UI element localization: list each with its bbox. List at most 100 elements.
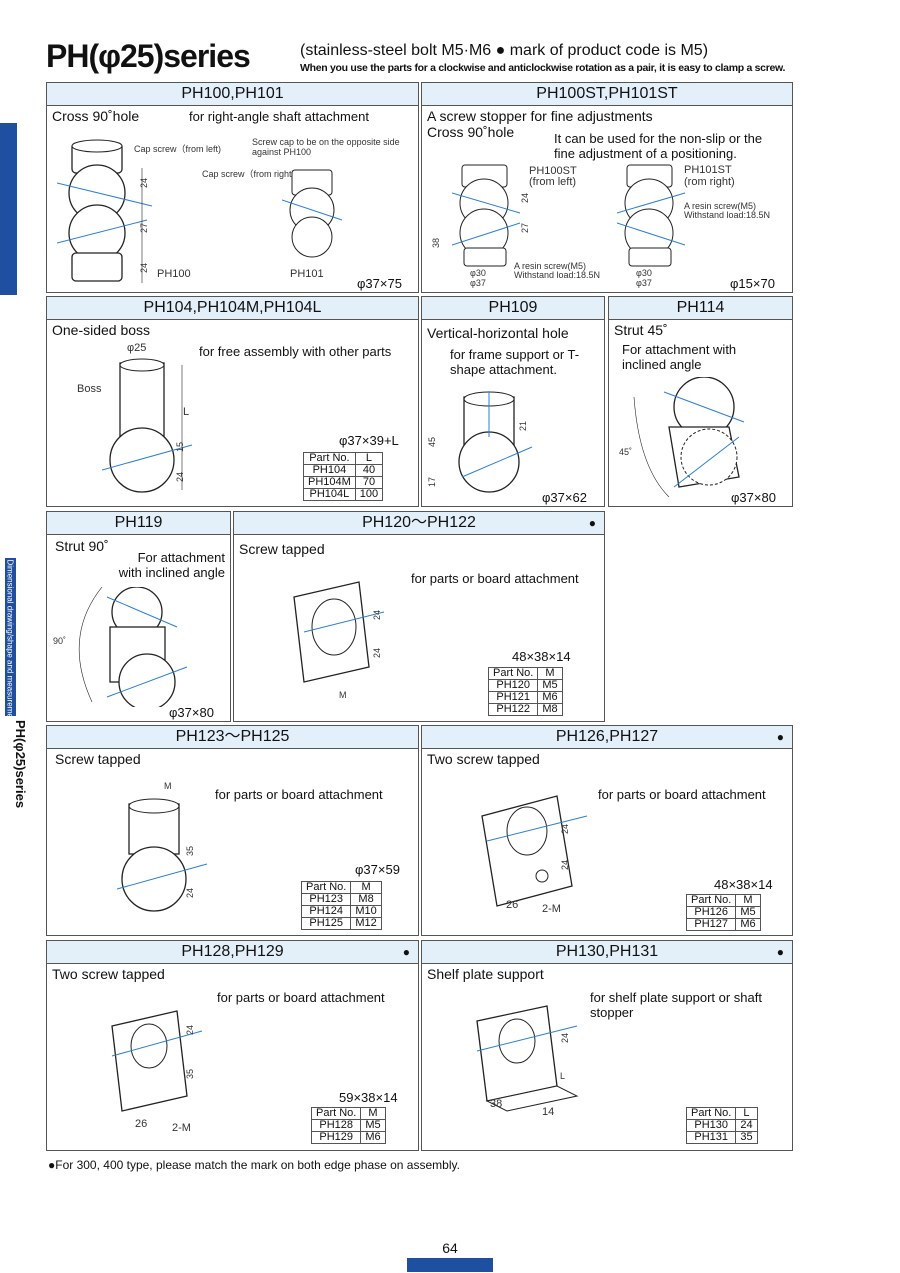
panel-note: for parts or board attachment	[217, 990, 385, 1005]
dim-24: 24	[185, 887, 196, 899]
boss-label: Boss	[77, 383, 102, 395]
dim-phi37-a: φ37	[470, 278, 486, 288]
page-number-bar	[407, 1258, 493, 1272]
table-cell: PH121	[487, 691, 539, 704]
panel-label: A screw stopper for fine adjustments	[427, 108, 653, 124]
table-header: M	[360, 1107, 386, 1120]
panel-note: For attachment with inclined angle	[622, 342, 737, 372]
table-header: L	[735, 1107, 758, 1120]
dim-14: 14	[542, 1106, 555, 1118]
panel-dimensions: 59×38×14	[339, 1090, 398, 1105]
sidebar-tab-section: Dimensional drawing/shape and measuremen…	[5, 558, 16, 752]
table-cell: M12	[350, 917, 382, 930]
panel-dimensions: φ37×62	[542, 490, 587, 505]
panel-ph130-ph131: PH130,PH131● Shelf plate support for she…	[421, 940, 793, 1151]
ph109-drawing	[458, 391, 533, 493]
panel-label: Screw tapped	[55, 751, 141, 767]
footer-note: ●For 300, 400 type, please match the mar…	[48, 1158, 460, 1172]
table-cell: PH120	[487, 679, 539, 692]
m5-mark: ●	[402, 945, 410, 959]
table-cell: PH104L	[303, 488, 356, 501]
table-cell: PH130	[685, 1119, 737, 1132]
panel-header: PH114	[609, 297, 792, 320]
part-ph101st-sub: (rom right)	[684, 176, 735, 188]
part-ph100st-sub: (from left)	[529, 176, 577, 188]
table-cell: PH129	[310, 1131, 362, 1144]
panel-label: Two screw tapped	[52, 966, 165, 982]
panel-label: Strut 45˚	[614, 322, 668, 338]
ph101-drawing	[282, 169, 343, 258]
dim-24-top: 24	[560, 823, 571, 835]
panel-note: for parts or board attachment	[598, 787, 766, 802]
panel-dimensions: φ37×59	[355, 862, 400, 877]
panel-ph104: PH104,PH104M,PH104L One-sided boss for f…	[46, 296, 419, 507]
panel-ph100-ph101: PH100,PH101 Cross 90˚hole for right-angl…	[46, 82, 419, 293]
m5-mark: ●	[588, 516, 596, 530]
table-header: M	[537, 667, 563, 680]
panel-header-text: PH130,PH131	[555, 943, 659, 960]
panel-dimensions: φ37×39+L	[339, 433, 399, 448]
table-cell: 24	[735, 1119, 758, 1132]
part-ph101st-label: PH101ST	[684, 164, 732, 176]
table-cell: PH123	[300, 893, 352, 906]
dim-L: L	[560, 1071, 566, 1081]
dim-35: 35	[185, 1068, 196, 1080]
cap-screw-left-label: Cap screw（from left)	[134, 144, 222, 154]
panel-note: for right-angle shaft attachment	[189, 109, 369, 124]
dim-M: M	[164, 781, 172, 791]
panel-note: for shelf plate support or shaft stopper	[590, 990, 762, 1020]
panel-ph123-ph125: PH123～PH125 Screw tapped for parts or bo…	[46, 725, 419, 936]
angle-45: 45˚	[619, 447, 633, 457]
dim-38: 38	[431, 237, 442, 249]
panel-dimensions: φ15×70	[730, 276, 775, 291]
panel-label: Vertical-horizontal hole	[427, 325, 569, 341]
table-header: L	[354, 452, 384, 465]
panel-dimensions: 48×38×14	[512, 649, 571, 664]
dim-2M: 2-M	[542, 903, 561, 915]
dim-24: 24	[185, 1024, 196, 1036]
table-cell: PH124	[300, 905, 352, 918]
dim-phi25: φ25	[127, 342, 147, 354]
dim-26: 26	[135, 1118, 148, 1130]
part-ph100-label: PH100	[157, 268, 191, 280]
dim-21: 21	[518, 420, 529, 432]
panel-header: PH123～PH125	[47, 726, 418, 749]
panel-ph119: PH119 Strut 90˚ For attachment with incl…	[46, 511, 231, 722]
part-ph100st-label: PH100ST	[529, 165, 577, 177]
table-header: Part No.	[685, 1107, 737, 1120]
dim-15: 15	[175, 441, 186, 453]
ph100st-drawing	[452, 164, 521, 267]
page-subtitle-note: When you use the parts for a clockwise a…	[300, 62, 786, 74]
panel-header-text: PH120～PH122	[362, 514, 476, 531]
ph120-drawing	[293, 581, 385, 683]
ph130-drawing	[476, 1005, 579, 1112]
panel-note: for parts or board attachment	[411, 571, 579, 586]
dim-phi30-b: φ30	[636, 268, 652, 278]
panel-dimensions: 48×38×14	[714, 877, 773, 892]
panel-ph114: PH114 Strut 45˚ For attachment with incl…	[608, 296, 793, 507]
table-header: Part No.	[487, 667, 539, 680]
dim-24-top: 24	[139, 177, 150, 189]
dim-24-bottom: 24	[372, 647, 383, 659]
angle-90: 90˚	[53, 636, 67, 646]
table-cell: 70	[354, 476, 384, 489]
panel-note: for free assembly with other parts	[199, 344, 392, 359]
table-header: M	[735, 894, 761, 907]
part-ph101-label: PH101	[290, 268, 324, 280]
dim-2M: 2-M	[172, 1122, 191, 1134]
table-header: Part No.	[310, 1107, 362, 1120]
panel-header: PH126,PH127●	[422, 726, 792, 749]
panel-note: for frame support or T-shape attachment.	[450, 347, 580, 377]
